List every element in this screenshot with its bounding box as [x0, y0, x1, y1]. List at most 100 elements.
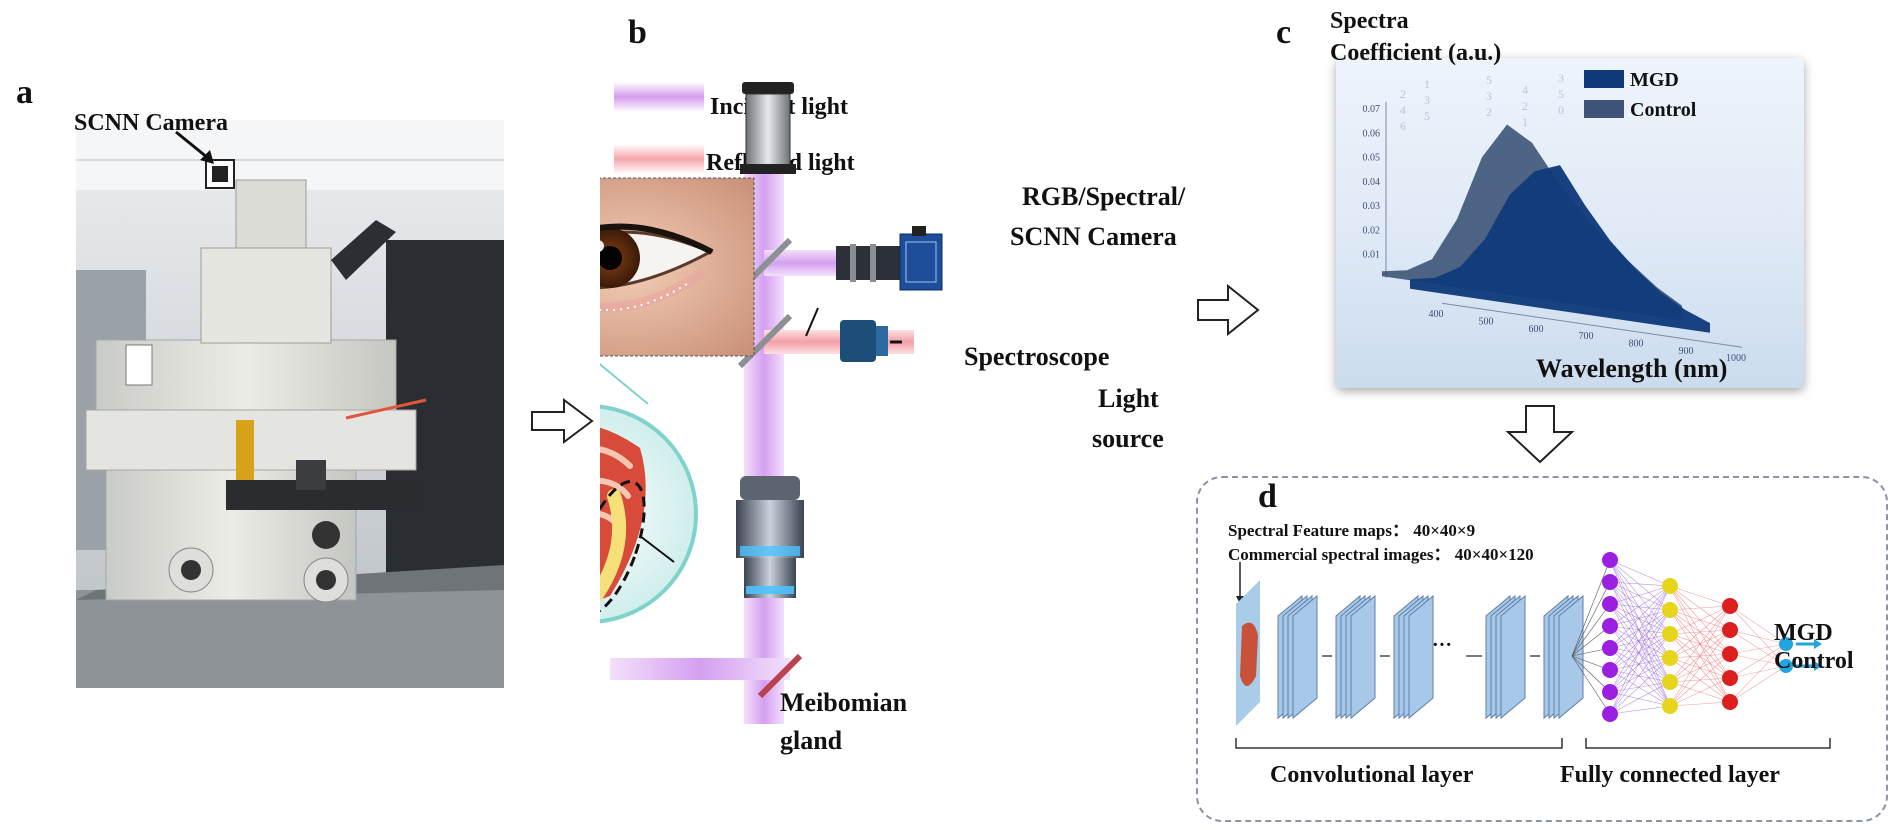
conv-feature-map	[1500, 594, 1526, 720]
fc-neuron	[1662, 698, 1678, 714]
svg-text:3: 3	[1486, 89, 1492, 103]
svg-text:5: 5	[1558, 87, 1564, 101]
conv-ellipsis: ···	[1432, 634, 1453, 656]
fc-neuron	[1662, 578, 1678, 594]
conv-layer-stack	[1236, 580, 1584, 726]
camera-pointer-arrow	[175, 130, 214, 164]
y-tick-label: 0.07	[1363, 104, 1381, 115]
svg-text:0: 0	[1558, 103, 1564, 117]
spectra-chart: 246 135 532 421 350 0.070.060.050.040.03…	[1363, 69, 1747, 364]
fc-layer-label: Fully connected layer	[1560, 762, 1780, 788]
chart-ylabel-line1: Spectra	[1330, 8, 1409, 34]
reflected-light-swatch	[614, 144, 704, 174]
y-tick-label: 0.06	[1363, 128, 1381, 139]
panel-letter-c: c	[1276, 14, 1292, 51]
microscope-illustration	[76, 120, 504, 688]
chart-legend: MGD Control	[1584, 69, 1697, 121]
y-tick-label: 0.01	[1363, 250, 1381, 261]
fc-neuron	[1602, 552, 1618, 568]
fc-neuron	[1722, 670, 1738, 686]
legend-swatch-mgd	[1584, 70, 1624, 88]
conv-feature-map	[1292, 594, 1318, 720]
svg-text:5: 5	[1486, 73, 1492, 87]
y-tick-label: 0.05	[1363, 153, 1381, 164]
output-mgd-label: MGD	[1774, 620, 1833, 646]
panel-letter-d: d	[1258, 478, 1277, 515]
commercial-images-label: Commercial spectral images： 40×40×120	[1228, 545, 1534, 564]
svg-text:4: 4	[1400, 103, 1406, 117]
output-control-label: Control	[1774, 648, 1854, 674]
conv-feature-map	[1558, 594, 1584, 720]
feature-maps-label: Spectral Feature maps： 40×40×9	[1228, 521, 1476, 540]
chart-ylabel-line2: Coefficient (a.u.)	[1330, 40, 1502, 66]
light-legend-swatches	[614, 82, 704, 174]
fc-neuron	[1779, 637, 1793, 651]
svg-text:2: 2	[1400, 87, 1406, 101]
fc-neuron	[1662, 650, 1678, 666]
fc-neuron	[1602, 706, 1618, 722]
panel-letter-a: a	[16, 74, 33, 111]
legend-label-mgd: MGD	[1630, 69, 1679, 91]
x-tick-label: 500	[1479, 317, 1494, 328]
conv-feature-map	[1408, 594, 1434, 720]
x-axis: 400 500 600 700 800 900 1000	[1429, 302, 1746, 364]
x-tick-label: 700	[1579, 331, 1594, 342]
series-area-mgd	[1410, 165, 1710, 333]
arrow-c-to-d	[1505, 405, 1575, 464]
spectroscope-label: Spectroscope	[964, 342, 1110, 371]
light-source-label-line1: Light	[1098, 384, 1159, 413]
arrow-b-to-c	[1197, 284, 1260, 336]
optical-setup-diagram	[600, 82, 943, 724]
fc-neuron	[1602, 684, 1618, 700]
fc-neuron	[1602, 640, 1618, 656]
x-tick-label: 800	[1629, 339, 1644, 350]
svg-text:6: 6	[1400, 119, 1406, 133]
fc-neuron	[1722, 622, 1738, 638]
incident-light-swatch	[614, 82, 704, 112]
meibomian-gland-label-line1: Meibomian	[780, 688, 908, 717]
x-tick-label: 1000	[1726, 353, 1746, 364]
fc-neuron	[1722, 646, 1738, 662]
chart-xlabel: Wavelength (nm)	[1536, 354, 1728, 383]
arrow-a-to-b	[531, 398, 594, 444]
input-gland-thumbnail	[1240, 622, 1258, 686]
fc-neuron	[1722, 598, 1738, 614]
y-tick-label: 0.04	[1363, 177, 1381, 188]
fc-neuron	[1602, 574, 1618, 590]
network-panel	[1196, 476, 1888, 822]
y-axis: 0.070.060.050.040.030.020.01	[1363, 102, 1387, 278]
camera-label-line2: SCNN Camera	[1010, 222, 1177, 251]
light-source-label-line2: source	[1092, 424, 1164, 453]
scnn-camera-label: SCNN Camera	[74, 110, 228, 136]
x-tick-label: 400	[1429, 309, 1444, 320]
svg-text:5: 5	[1424, 109, 1430, 123]
y-tick-label: 0.02	[1363, 225, 1381, 236]
camera-label-line1: RGB/Spectral/	[1022, 182, 1186, 211]
conv-feature-map	[1350, 594, 1376, 720]
microscope-photo	[76, 120, 504, 688]
network-diagram	[1235, 552, 1831, 749]
x-tick-label: 600	[1529, 324, 1544, 335]
conv-layer-label: Convolutional layer	[1270, 762, 1474, 788]
x-tick-label: 900	[1679, 346, 1694, 357]
fc-neuron	[1722, 694, 1738, 710]
svg-text:1: 1	[1522, 115, 1528, 129]
fc-neuron	[1662, 626, 1678, 642]
legend-label-control: Control	[1630, 99, 1697, 121]
svg-text:2: 2	[1486, 105, 1492, 119]
fc-neuron	[1662, 602, 1678, 618]
fc-neuron	[1662, 674, 1678, 690]
legend-swatch-control	[1584, 100, 1624, 118]
svg-text:2: 2	[1522, 99, 1528, 113]
fc-neuron	[1602, 618, 1618, 634]
series-layer	[1382, 124, 1710, 333]
svg-text:1: 1	[1424, 77, 1430, 91]
svg-text:3: 3	[1558, 71, 1564, 85]
panel-letter-b: b	[628, 14, 647, 51]
svg-text:3: 3	[1424, 93, 1430, 107]
fully-connected-layer	[1571, 552, 1822, 722]
fc-neuron	[1602, 662, 1618, 678]
svg-text:4: 4	[1522, 83, 1528, 97]
fc-neuron	[1779, 659, 1793, 673]
